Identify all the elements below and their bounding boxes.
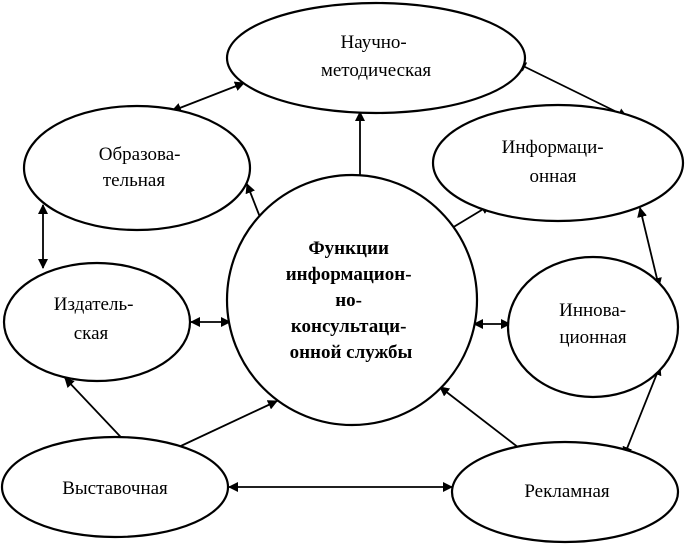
node-label-line: методическая <box>321 60 432 81</box>
svg-text:Научно- методическая: Научно- методическая <box>321 32 432 81</box>
svg-text:Образова- тельная: Образова- тельная <box>99 144 185 191</box>
node-informatsionnaya: Информаци- онная <box>431 103 685 223</box>
connectors <box>38 62 662 492</box>
node-reklamnaya: Рекламная <box>450 440 680 544</box>
node-label-line: Информаци- <box>502 137 604 158</box>
node-innovatsionnaya: Иннова- ционная <box>506 255 680 399</box>
node-vystavochnaya: Выставочная <box>0 435 230 539</box>
node-nauchno-metodicheskaya: Научно- методическая <box>225 1 527 115</box>
svg-text:Рекламная: Рекламная <box>524 481 610 502</box>
svg-text:Выставочная: Выставочная <box>62 478 168 499</box>
node-center-functions: Функции информацион- но- консультаци- он… <box>225 173 479 427</box>
arrow-nauchno-obrazov <box>171 81 245 113</box>
arrow-inform-innov <box>637 207 662 288</box>
node-label-line: Выставочная <box>62 478 168 499</box>
arrow-center-vystav <box>167 400 278 453</box>
node-label-line: ская <box>74 323 109 344</box>
node-label-line: Научно- <box>341 32 407 53</box>
node-label-line: Иннова- <box>559 300 626 321</box>
center-label-line: информацион- <box>286 264 412 285</box>
svg-text:Функции информацион-: Функции информацион- но- консультаци- он… <box>286 238 417 363</box>
arrow-nauchno-inform <box>516 62 628 118</box>
node-label-line: Образова- <box>99 144 181 165</box>
node-izdatelskaya: Издатель- ская <box>2 261 192 383</box>
svg-text:Информаци- онная: Информаци- онная <box>502 137 609 187</box>
center-label-line: Функции <box>308 238 389 259</box>
svg-text:Издатель- ская: Издатель- ская <box>54 294 138 344</box>
node-obrazovatelnaya: Образова- тельная <box>22 104 252 232</box>
node-label-line: Рекламная <box>524 481 610 502</box>
svg-text:Иннова- ционная: Иннова- ционная <box>559 300 631 348</box>
arrow-innov-reklam <box>622 365 662 457</box>
center-label-line: консультаци- <box>291 316 407 337</box>
node-label-line: ционная <box>559 327 627 348</box>
center-label-line: но- <box>335 290 362 311</box>
node-label-line: тельная <box>103 170 165 191</box>
center-label-line: онной службы <box>290 342 413 363</box>
node-label-line: онная <box>529 166 576 187</box>
node-label-line: Издатель- <box>54 294 134 315</box>
